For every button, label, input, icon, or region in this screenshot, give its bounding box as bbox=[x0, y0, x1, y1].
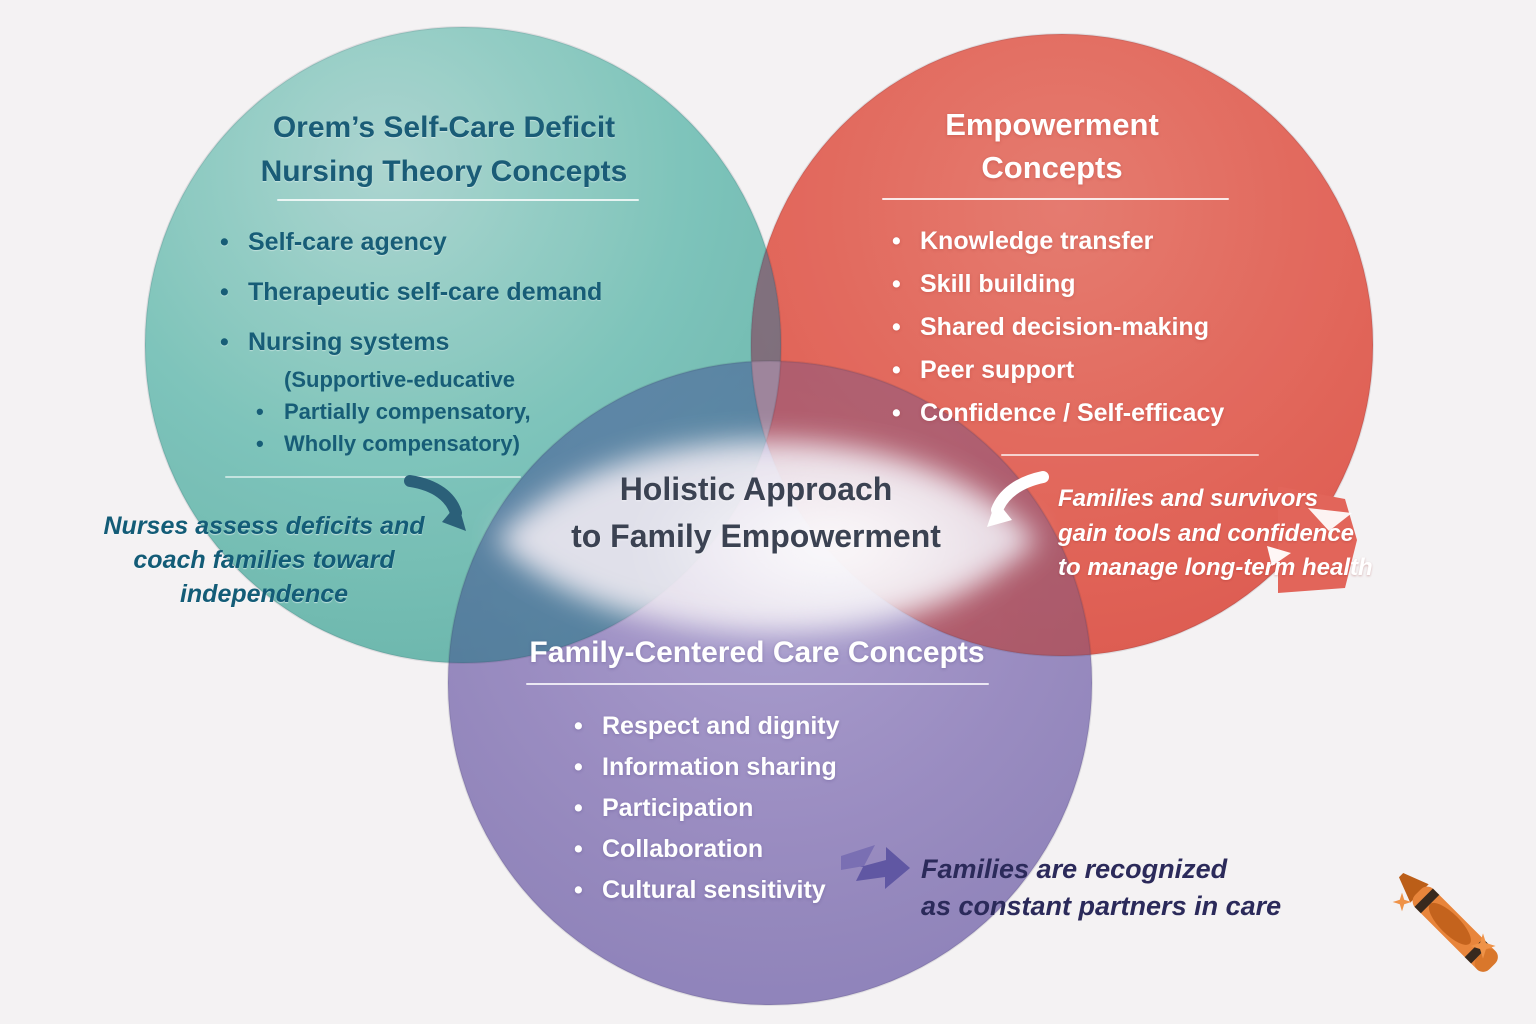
sparkle-icon bbox=[1470, 933, 1496, 959]
family-title-line1: Family-Centered Care Concepts bbox=[529, 636, 985, 669]
curved-arrow-down-right-icon bbox=[404, 475, 466, 531]
small-white-arrow-icon bbox=[1267, 546, 1291, 566]
list-item: Shared decision-making bbox=[890, 306, 1290, 349]
list-item: Cultural sensitivity bbox=[572, 870, 952, 911]
orem-concept-list: Self-care agency Therapeutic self-care d… bbox=[218, 217, 618, 367]
center-title-line2: to Family Empowerment bbox=[571, 518, 941, 554]
orem-circle-title: Orem’s Self-Care Deficit Nursing Theory … bbox=[261, 106, 628, 194]
empowerment-circle-title: Empowerment Concepts bbox=[945, 103, 1159, 189]
orem-subconcept-list: (Supportive-educative Partially compensa… bbox=[254, 364, 614, 460]
family-annotation-line2: as constant partners in care bbox=[921, 891, 1282, 921]
center-lens bbox=[496, 441, 1038, 632]
empowerment-annotation-line3: to manage long-term health bbox=[1058, 554, 1373, 581]
family-circle-title: Family-Centered Care Concepts bbox=[529, 636, 984, 670]
orem-annotation: Nurses assess deficits and coach familie… bbox=[58, 509, 470, 611]
family-annotation-line1: Families are recognized bbox=[921, 854, 1228, 884]
orem-annotation-line1: Nurses assess deficits and bbox=[103, 512, 425, 540]
list-item: Partially compensatory, bbox=[254, 396, 614, 428]
curved-arrow-down-left-icon bbox=[987, 471, 1049, 527]
list-item: Knowledge transfer bbox=[890, 220, 1290, 263]
list-item: Participation bbox=[572, 788, 952, 829]
list-item: Peer support bbox=[890, 349, 1290, 392]
orem-annotation-line2: coach families toward independence bbox=[133, 546, 395, 608]
family-concept-list: Respect and dignity Information sharing … bbox=[572, 706, 952, 911]
empowerment-annotation-line1: Families and survivors bbox=[1058, 485, 1319, 512]
empowerment-title-line2: Concepts bbox=[981, 150, 1123, 185]
list-item: (Supportive-educative bbox=[284, 367, 516, 392]
circle-rims bbox=[144, 26, 1374, 1006]
orem-title-line1: Orem’s Self-Care Deficit bbox=[272, 111, 616, 144]
empowerment-concept-list: Knowledge transfer Skill building Shared… bbox=[890, 220, 1290, 435]
divider-lines bbox=[225, 198, 1259, 685]
list-item: Confidence / Self-efficacy bbox=[890, 392, 1290, 435]
empowerment-annotation: Families and survivors gain tools and co… bbox=[1058, 482, 1378, 586]
list-item: Therapeutic self-care demand bbox=[218, 267, 618, 317]
family-annotation: Families are recognized as constant part… bbox=[921, 851, 1321, 925]
health-ribbon bbox=[1267, 487, 1357, 593]
list-item: Information sharing bbox=[572, 747, 952, 788]
list-item: Respect and dignity bbox=[572, 706, 952, 747]
empowerment-title-line1: Empowerment bbox=[945, 107, 1159, 142]
center-title-line1: Holistic Approach bbox=[619, 471, 893, 507]
sparkle-icon bbox=[1392, 892, 1412, 912]
list-item: Nursing systems bbox=[218, 317, 618, 367]
list-item: Self-care agency bbox=[218, 217, 618, 267]
orem-title-line2: Nursing Theory Concepts bbox=[260, 155, 628, 188]
ribbon-fold-highlight bbox=[1308, 508, 1352, 531]
crayon-icon bbox=[1398, 872, 1498, 972]
list-item: Skill building bbox=[890, 263, 1290, 306]
empowerment-annotation-line2: gain tools and confidence bbox=[1058, 519, 1355, 547]
list-item: Collaboration bbox=[572, 829, 952, 870]
list-item: Wholly compensatory) bbox=[254, 428, 614, 460]
center-overlap-title: Holistic Approach to Family Empowerment bbox=[571, 466, 941, 560]
